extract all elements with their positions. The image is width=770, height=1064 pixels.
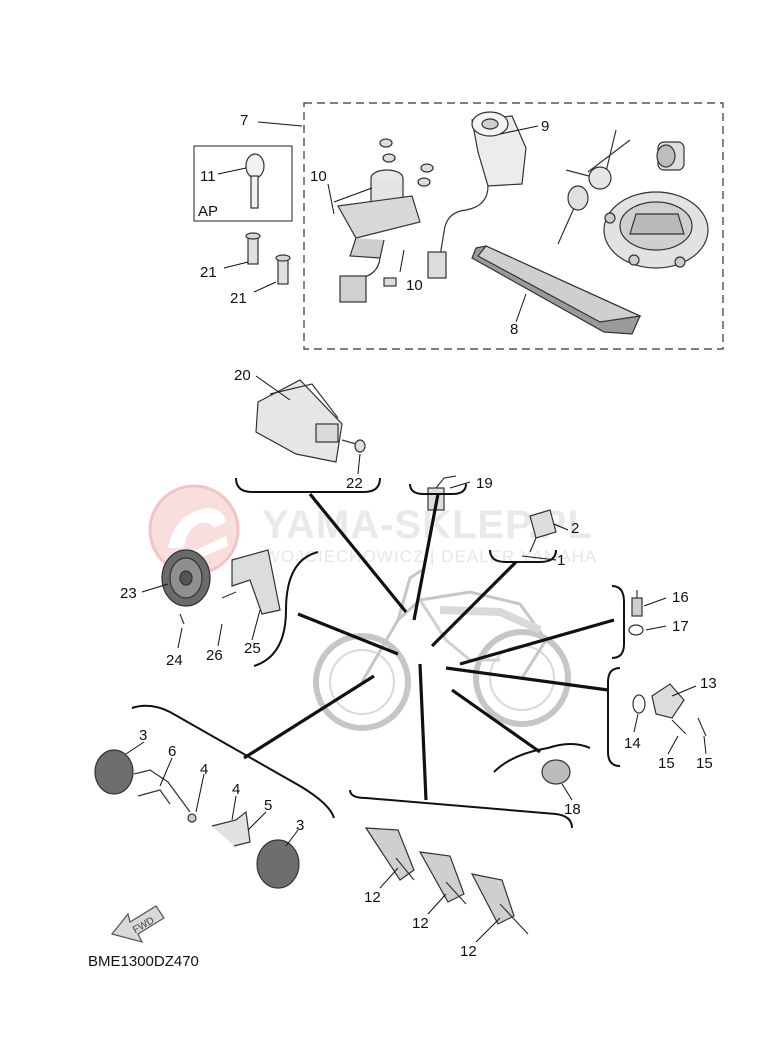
callout-15-b: 15 — [696, 755, 713, 772]
bracket-16 — [611, 585, 625, 659]
pointer-16 — [459, 618, 615, 666]
key-cover-part — [471, 245, 643, 335]
callout-21-b: 21 — [230, 290, 247, 307]
callout-2: 2 — [571, 520, 579, 537]
horn-part — [161, 549, 281, 625]
reflector-parts — [94, 749, 300, 889]
callout-15-a: 15 — [658, 755, 675, 772]
callout-17: 17 — [672, 618, 689, 635]
callout-3-a: 3 — [139, 727, 147, 744]
sensor-16-assembly — [628, 590, 644, 636]
keys-part — [557, 129, 631, 245]
forward-arrow: FWD — [110, 905, 165, 943]
watermark-tagline: WOJCIECHOWICZ | DEALER YAMAHA — [264, 547, 597, 566]
pointer-20 — [308, 492, 408, 614]
callout-12-c: 12 — [460, 943, 477, 960]
callout-9: 9 — [541, 118, 549, 135]
callout-23: 23 — [120, 585, 137, 602]
callout-13: 13 — [700, 675, 717, 692]
injector-parts — [364, 827, 529, 935]
pointer-reflectors — [243, 674, 375, 760]
callout-14: 14 — [624, 735, 641, 752]
pointer-injectors — [418, 663, 428, 801]
callout-19: 19 — [476, 475, 493, 492]
pointer-18 — [451, 688, 541, 754]
bracket-2 — [489, 549, 557, 563]
watermark: YAMA-SKLEP.PL WOJCIECHOWICZ | DEALER YAM… — [148, 484, 597, 576]
seat-lock-part — [656, 141, 685, 171]
keyset-group-box — [303, 102, 724, 350]
callout-8: 8 — [510, 321, 518, 338]
callout-10-a: 10 — [310, 168, 327, 185]
steering-lock-part — [427, 111, 527, 279]
callout-26: 26 — [206, 647, 223, 664]
pointer-2 — [430, 560, 518, 648]
bracket-18 — [493, 743, 591, 773]
bolts-21 — [245, 232, 291, 285]
callout-16: 16 — [672, 589, 689, 606]
bracket-injectors — [349, 789, 573, 829]
sensor-2 — [529, 509, 557, 553]
part-18 — [541, 759, 571, 785]
callout-12-a: 12 — [364, 889, 381, 906]
pointer-19 — [412, 493, 440, 621]
ap-inset-label: AP — [198, 203, 218, 220]
callout-20: 20 — [234, 367, 251, 384]
pointer-23 — [297, 612, 399, 656]
callout-24: 24 — [166, 652, 183, 669]
bracket-reflectors — [131, 704, 335, 819]
bracket-13 — [607, 667, 621, 767]
callout-1: 1 — [557, 552, 565, 569]
motorcycle-outline — [313, 568, 571, 731]
callout-5: 5 — [264, 797, 272, 814]
callout-4-b: 4 — [232, 781, 240, 798]
callout-3-b: 3 — [296, 817, 304, 834]
ap-inset-box — [193, 145, 293, 222]
callout-12-b: 12 — [412, 915, 429, 932]
sensor-13-assembly — [632, 683, 707, 737]
blank-key-11 — [245, 153, 265, 209]
callout-11: 11 — [200, 168, 216, 185]
bracket-23 — [253, 551, 319, 667]
pointer-13 — [445, 666, 609, 692]
callout-6: 6 — [168, 743, 176, 760]
bracket-20 — [235, 477, 381, 493]
callout-22: 22 — [346, 475, 363, 492]
callout-21-a: 21 — [200, 264, 217, 281]
main-switch-part — [337, 138, 434, 303]
callout-4-a: 4 — [200, 761, 208, 778]
diagram-code: BME1300DZ470 — [88, 953, 199, 970]
fuel-cap-part — [603, 191, 709, 269]
leader-lines — [125, 121, 707, 943]
forward-arrow-label: FWD — [131, 915, 156, 936]
callout-7: 7 — [240, 112, 248, 129]
callout-10-b: 10 — [406, 277, 423, 294]
callout-25: 25 — [244, 640, 261, 657]
callout-18: 18 — [564, 801, 581, 818]
ecu-bracket-part — [255, 379, 366, 463]
callout-labels: 7 9 10 11 10 21 21 8 20 22 19 2 1 23 24 … — [120, 112, 717, 960]
